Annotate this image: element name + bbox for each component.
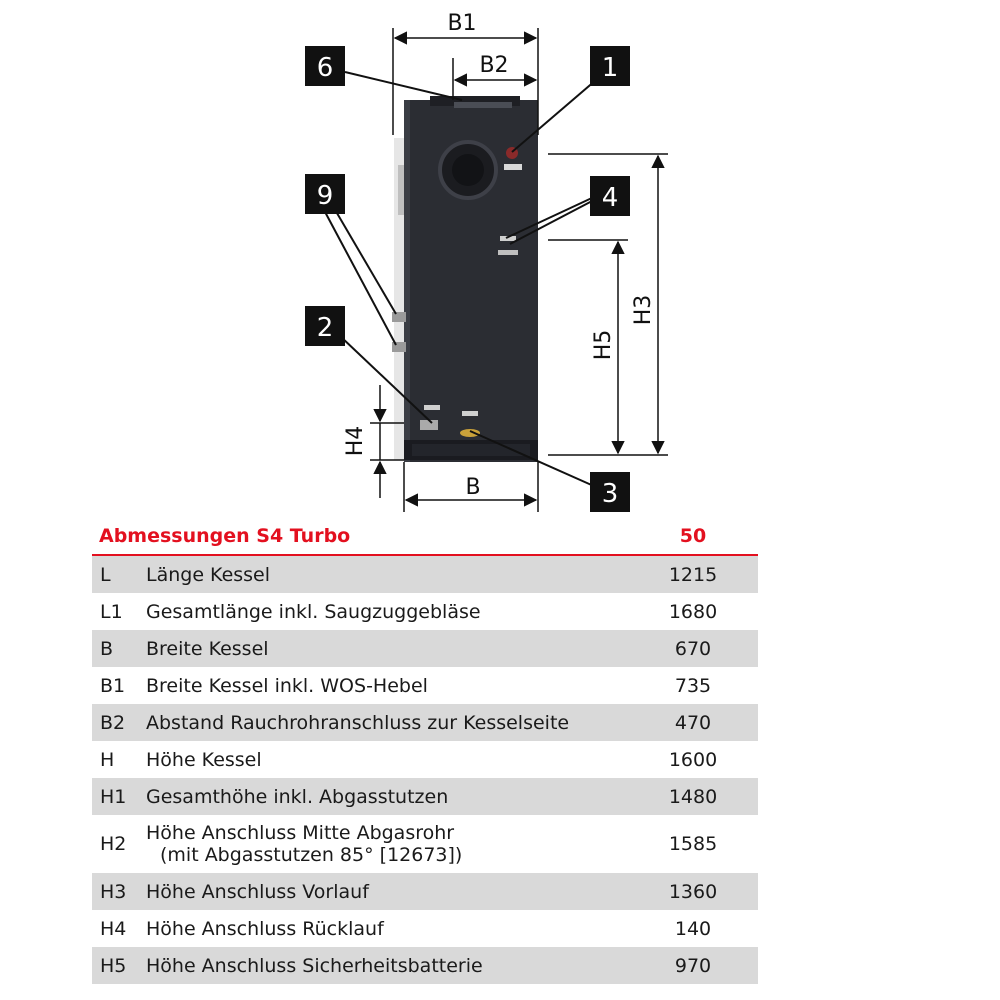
dimension-h4-label: H4 — [343, 426, 368, 457]
table-row: H3 Höhe Anschluss Vorlauf 1360 — [92, 873, 758, 910]
svg-text:2: 2 — [317, 313, 334, 343]
dimension-b-label: B — [465, 475, 480, 500]
table-row: H1 Gesamthöhe inkl. Abgasstutzen 1480 — [92, 778, 758, 815]
svg-text:4: 4 — [602, 183, 619, 213]
row-description: Höhe Anschluss Mitte Abgasrohr (mit Abga… — [146, 822, 618, 866]
dimension-b1-label: B1 — [447, 11, 476, 36]
callout-9: 9 — [305, 174, 345, 214]
table-header: Abmessungen S4 Turbo 50 — [92, 518, 758, 556]
table-row: B2 Abstand Rauchrohranschluss zur Kessel… — [92, 704, 758, 741]
dimension-b1: B1 — [393, 11, 538, 45]
dimension-b2: B2 — [453, 53, 538, 87]
row-value: 1600 — [668, 748, 718, 771]
row-description: Gesamtlänge inkl. Saugzuggebläse — [146, 600, 481, 623]
boiler-body — [392, 96, 538, 462]
callout-1: 1 — [590, 46, 630, 86]
table-row: H4 Höhe Anschluss Rücklauf 140 — [92, 910, 758, 947]
dimension-b: B — [404, 475, 538, 507]
callout-2: 2 — [305, 306, 345, 346]
row-description: Gesamthöhe inkl. Abgasstutzen — [146, 785, 449, 808]
row-description: Höhe Anschluss Vorlauf — [146, 880, 369, 903]
row-value: 470 — [674, 711, 712, 734]
row-description-line2: (mit Abgasstutzen 85° [12673]) — [160, 844, 463, 866]
row-description: Breite Kessel inkl. WOS-Hebel — [146, 674, 428, 697]
row-code: B1 — [100, 674, 126, 697]
table-row: H5 Höhe Anschluss Sicherheitsbatterie 97… — [92, 947, 758, 984]
svg-text:9: 9 — [317, 181, 334, 211]
table-row: H Höhe Kessel 1600 — [92, 741, 758, 778]
row-description: Höhe Kessel — [146, 748, 262, 771]
callout-leaders — [323, 71, 597, 488]
table-title: Abmessungen S4 Turbo — [99, 525, 351, 547]
row-value: 670 — [674, 637, 712, 660]
row-value: 1215 — [668, 563, 718, 586]
row-code: B2 — [100, 711, 126, 734]
callout-6: 6 — [305, 46, 345, 86]
row-description-line1: Höhe Anschluss Mitte Abgasrohr — [146, 822, 455, 844]
dimension-h3: H3 — [631, 154, 665, 455]
row-value: 140 — [674, 917, 712, 940]
row-code: H2 — [100, 833, 127, 855]
row-description: Breite Kessel — [146, 637, 269, 660]
row-code: L — [100, 563, 111, 586]
row-description: Höhe Anschluss Sicherheitsbatterie — [146, 954, 483, 977]
row-code: H — [100, 748, 115, 771]
model-column-header: 50 — [679, 525, 707, 547]
row-description: Abstand Rauchrohranschluss zur Kesselsei… — [146, 711, 570, 734]
row-code: L1 — [100, 600, 123, 623]
row-code: H5 — [100, 954, 127, 977]
dimension-h4: H4 — [343, 385, 387, 498]
row-code: H1 — [100, 785, 127, 808]
callout-3: 3 — [590, 472, 630, 512]
dimension-b2-label: B2 — [479, 53, 508, 78]
row-value: 735 — [674, 674, 712, 697]
dimension-h5-label: H5 — [591, 330, 616, 361]
table-row: B1 Breite Kessel inkl. WOS-Hebel 735 — [92, 667, 758, 704]
callout-4: 4 — [590, 176, 630, 216]
table-row: B Breite Kessel 670 — [92, 630, 758, 667]
row-value: 970 — [674, 954, 712, 977]
svg-text:3: 3 — [602, 479, 619, 509]
svg-text:6: 6 — [317, 53, 334, 83]
table-row: L Länge Kessel 1215 — [92, 556, 758, 593]
row-description: Höhe Anschluss Rücklauf — [146, 917, 384, 940]
svg-text:1: 1 — [602, 53, 619, 83]
table-row: L1 Gesamtlänge inkl. Saugzuggebläse 1680 — [92, 593, 758, 630]
row-value: 1680 — [668, 600, 718, 623]
row-description: Länge Kessel — [146, 563, 271, 586]
row-value: 1585 — [668, 833, 718, 855]
dimension-h3-label: H3 — [631, 295, 656, 326]
row-code: B — [100, 637, 114, 660]
row-value: 1360 — [668, 880, 718, 903]
dimensions-table: Abmessungen S4 Turbo 50 L Länge Kessel 1… — [92, 518, 758, 984]
boiler-dimension-drawing: B1 B2 B H3 H5 H4 6 — [305, 11, 668, 512]
row-value: 1480 — [668, 785, 718, 808]
dimension-h5: H5 — [591, 240, 625, 455]
row-code: H3 — [100, 880, 127, 903]
row-code: H4 — [100, 917, 127, 940]
table-row: H2 Höhe Anschluss Mitte Abgasrohr (mit A… — [92, 815, 758, 873]
